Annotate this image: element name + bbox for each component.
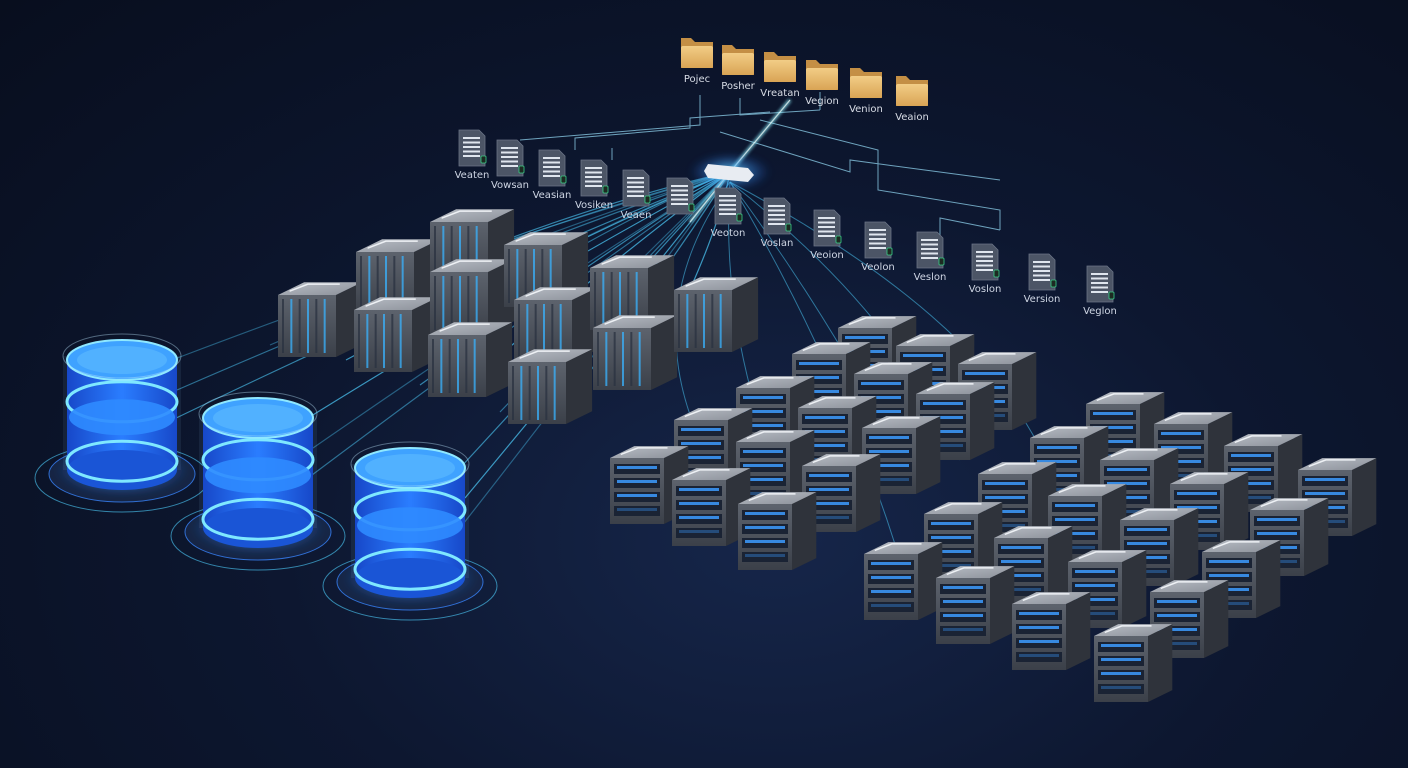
database-cylinder-icon	[34, 333, 210, 513]
version-document-icon: Veolon	[861, 221, 895, 273]
version-document-icon: Veslon	[914, 231, 947, 283]
version-document-icon: Veoion	[810, 209, 844, 261]
version-document-icon: Voslan	[761, 197, 794, 249]
legacy-server-grid	[278, 209, 759, 424]
version-document-icon: Vowsan	[491, 139, 529, 191]
folder-label: Venion	[849, 104, 883, 115]
version-label: Veasian	[533, 190, 572, 201]
folder-label: Posher	[721, 81, 755, 92]
legacy-server-rack	[354, 297, 439, 372]
folder-label: Vreatan	[760, 88, 799, 99]
version-document-icon: Version	[1024, 253, 1061, 305]
lock-badge-icon	[785, 223, 792, 232]
lock-badge-icon	[518, 165, 525, 174]
folder-icon: Vegion	[805, 60, 839, 107]
server-rack	[1012, 592, 1091, 670]
version-label: Veaten	[455, 170, 490, 181]
version-document-icon: Veglon	[1083, 265, 1117, 317]
folder-label: Pojec	[684, 74, 710, 85]
server-rack	[864, 542, 943, 620]
central-hub-node	[690, 154, 770, 190]
legacy-server-rack	[593, 315, 678, 390]
server-rack	[936, 566, 1015, 644]
data-flow-line	[729, 181, 1051, 471]
version-label: Veolon	[861, 262, 895, 273]
folder-label: Vegion	[805, 96, 839, 107]
server-cluster	[610, 316, 1377, 702]
lock-badge-icon	[938, 257, 945, 266]
version-label: Veoton	[711, 228, 746, 239]
folder-icon: Venion	[849, 68, 883, 115]
folder-icon: Veaion	[895, 76, 929, 123]
lock-badge-icon	[1050, 279, 1057, 288]
version-label: Vosiken	[575, 200, 613, 211]
lock-badge-icon	[736, 213, 743, 222]
legacy-server-rack	[508, 349, 593, 424]
lock-badge-icon	[1108, 291, 1115, 300]
version-document-icon: Veaten	[455, 129, 490, 181]
legacy-server-rack	[674, 277, 759, 352]
legacy-server-rack	[590, 255, 675, 330]
folder-icon: Posher	[721, 45, 756, 92]
folder-label: Veaion	[895, 112, 929, 123]
server-rack	[1094, 624, 1173, 702]
version-document-icon: Vosiken	[575, 159, 613, 211]
folder-icon: Vreatan	[760, 52, 800, 99]
version-label: Veoion	[810, 250, 844, 261]
server-rack	[1202, 540, 1281, 618]
version-label: Veslon	[914, 272, 947, 283]
database-cylinder-icon	[170, 391, 346, 571]
lock-badge-icon	[602, 185, 609, 194]
version-document-icon: Voslon	[969, 243, 1002, 295]
server-rack	[738, 492, 817, 570]
lock-badge-icon	[886, 247, 893, 256]
version-document-icon	[666, 177, 695, 215]
legacy-server-rack	[278, 282, 363, 357]
version-document-icon: Veaen	[621, 169, 652, 221]
version-label: Veaen	[621, 210, 652, 221]
hub-plate	[704, 164, 754, 182]
legacy-server-rack	[428, 322, 513, 397]
version-document-icon: Veoton	[711, 187, 746, 239]
database-group	[34, 333, 498, 621]
lock-badge-icon	[835, 235, 842, 244]
version-label: Vowsan	[491, 180, 529, 191]
lock-badge-icon	[993, 269, 1000, 278]
hierarchy-connector-lines	[519, 92, 1001, 235]
version-label: Version	[1024, 294, 1061, 305]
version-document-icon: Veasian	[533, 149, 572, 201]
version-document-row: VeatenVowsanVeasianVosikenVeaenVeotonVos…	[455, 129, 1117, 317]
version-label: Voslan	[761, 238, 794, 249]
lock-badge-icon	[560, 175, 567, 184]
version-label: Voslon	[969, 284, 1002, 295]
lock-badge-icon	[688, 203, 695, 212]
lock-badge-icon	[644, 195, 651, 204]
database-cylinder-icon	[322, 441, 498, 621]
folder-icon: Pojec	[681, 38, 713, 85]
version-label: Veglon	[1083, 306, 1117, 317]
lock-badge-icon	[480, 155, 487, 164]
